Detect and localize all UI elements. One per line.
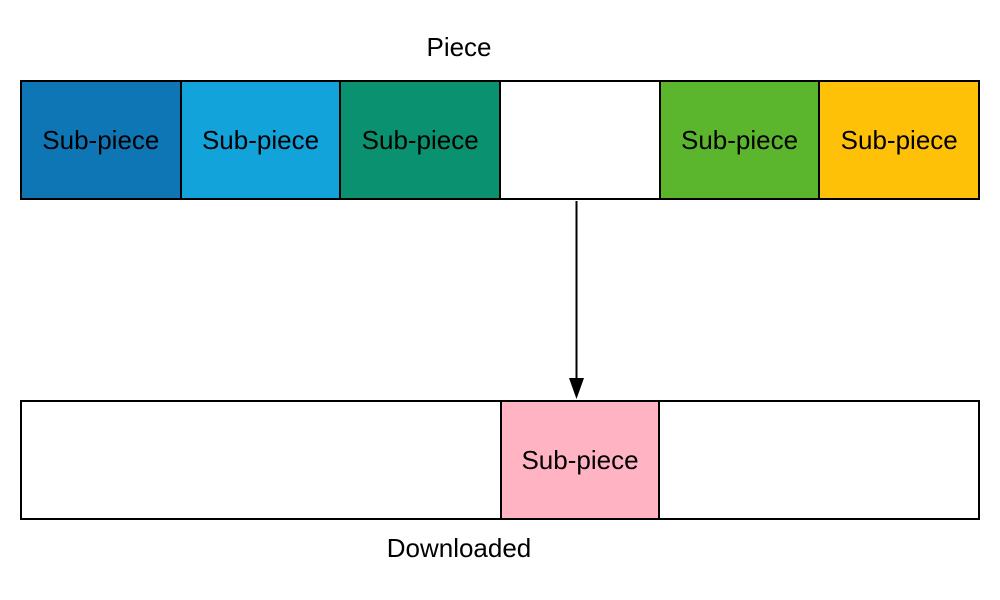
download-arrowhead-icon (569, 378, 584, 399)
piece-subpiece-6: Sub-piece (820, 82, 979, 198)
piece-subpiece-5: Sub-piece (660, 82, 821, 198)
downloaded-subpiece: Sub-piece (500, 402, 660, 518)
downloaded-bar: Sub-piece (20, 400, 980, 520)
piece-bar: Sub-piece Sub-piece Sub-piece Sub-piece … (20, 80, 980, 200)
piece-title: Piece (426, 32, 492, 62)
piece-subpiece-3: Sub-piece (341, 82, 502, 198)
downloaded-label: Downloaded (386, 533, 532, 563)
piece-subpiece-1: Sub-piece (22, 82, 182, 198)
piece-subpiece-2: Sub-piece (181, 82, 342, 198)
piece-subpiece-4-empty (501, 82, 661, 198)
